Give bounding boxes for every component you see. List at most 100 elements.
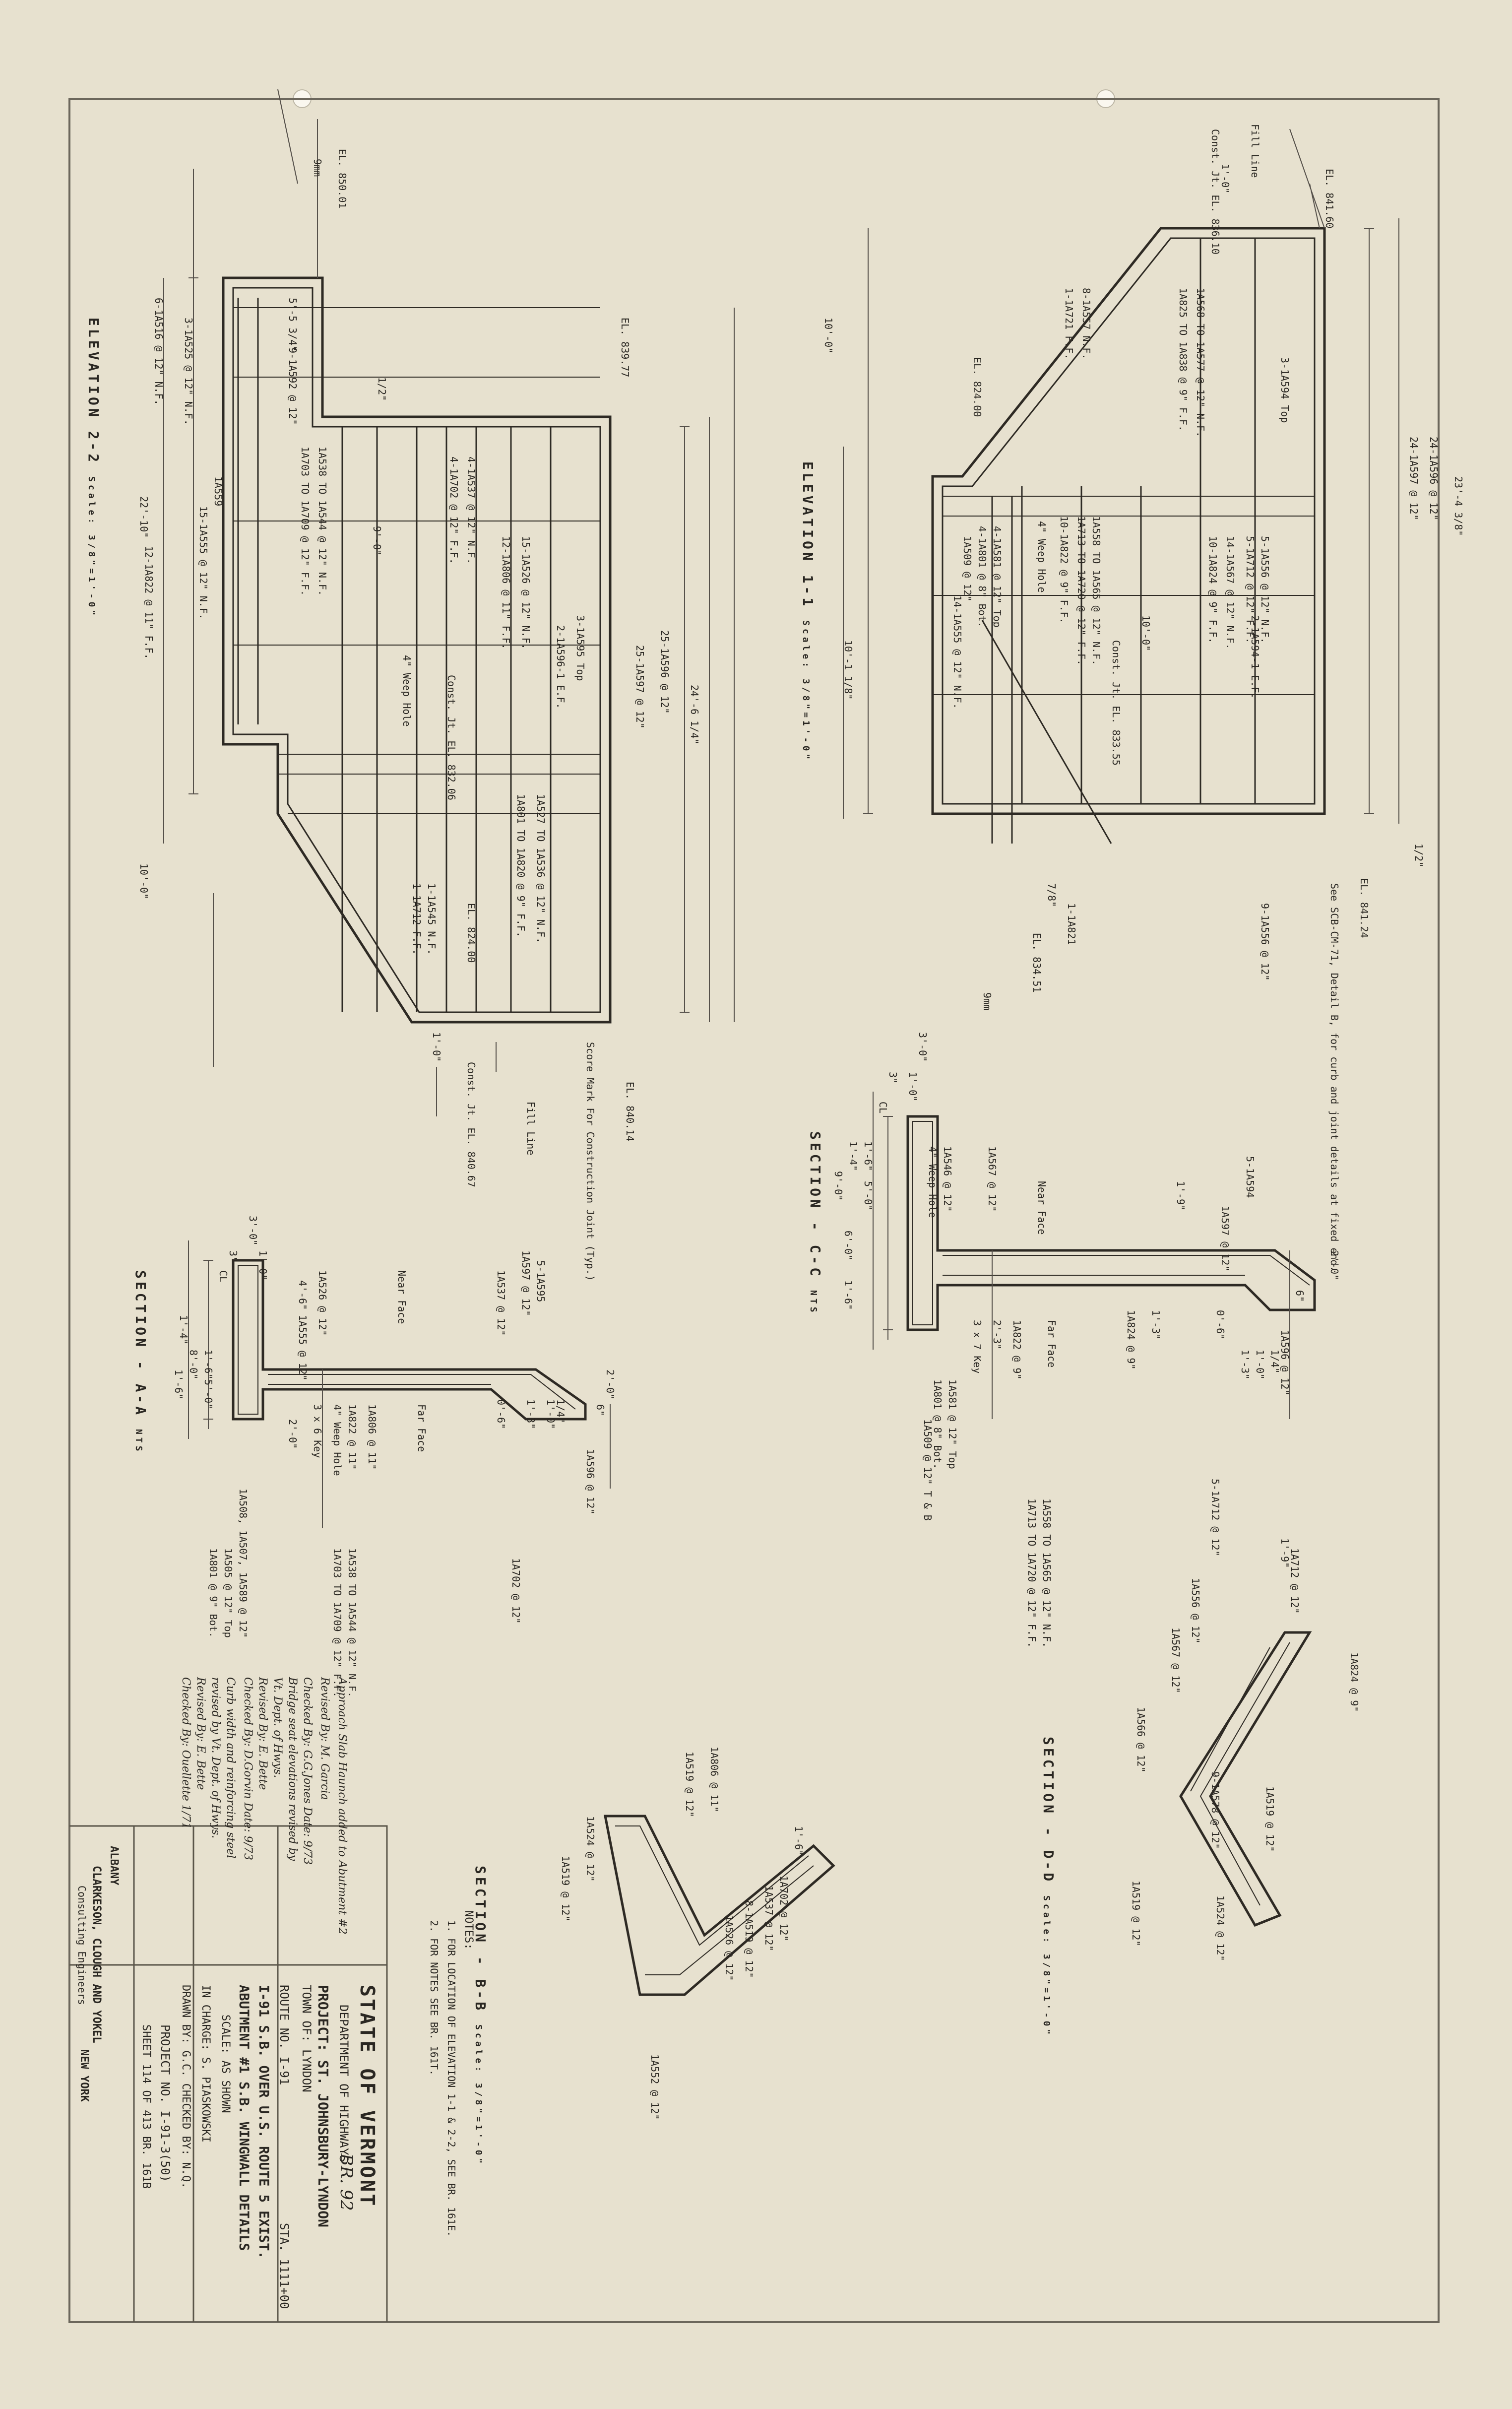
section-c-c-label: 0'-6" (1214, 1310, 1226, 1340)
elevation-1-1-label: 1A568 TO 1A577 @ 12" N.F. (1195, 288, 1206, 438)
section-b-b-label: 1A524 @ 12" (584, 1816, 596, 1882)
in-charge: IN CHARGE: S. PIASKOWSKI (199, 1985, 212, 2143)
elevation-2-2-label: 1-1A712 F.F. (411, 883, 423, 955)
elevation-1-1-label: 1-1A821 (1066, 903, 1077, 945)
elevation-2-2-label: 4-1A702 @ 12" F.F. (448, 456, 460, 564)
section-d-d-label: 1A556 @ 12" (1190, 1578, 1201, 1644)
section-c-c-label: 5-1A594 (1244, 1156, 1256, 1198)
elevation-1-1-label: See SCB-CM-71, Detail B, for curb and jo… (1328, 883, 1340, 1272)
section-c-c-label: 1A581 @ 12" Top (946, 1379, 958, 1469)
revision-note: Checked By: G.G.Jones Date: 9/73 (301, 1677, 314, 1865)
section-c-c-title: SECTION - C-C NTS (807, 1131, 823, 1315)
revision-note: Checked By: Ouellette 1/71 (180, 1677, 192, 1829)
section-a-a-label: 1'-3" (525, 1399, 537, 1430)
section-a-a-label: 2'-0" (287, 1419, 299, 1449)
elevation-1-1-label: 24-1A597 @ 12" (1408, 437, 1420, 521)
section-c-c-label: Far Face (1046, 1320, 1058, 1368)
elevation-1-1-label: EL. 834.51 (1031, 933, 1043, 993)
elevation-2-2-label: 1'-0" (431, 1032, 442, 1062)
elevation-2-2-label: 6-1A516 @ 12" N.F. (153, 298, 165, 405)
elevation-1-1-label: 14-1A567 @ 12" N.F. (1224, 536, 1236, 650)
section-a-a-label: 1A555 @ 12" (297, 1315, 309, 1381)
elevation-2-2-label: EL. 824.00 (465, 903, 477, 963)
section-d-d-label: 1A566 @ 12" (1135, 1707, 1147, 1773)
border-frame (68, 98, 1440, 2323)
section-b-b-drawing (603, 1815, 835, 1996)
section-a-a-label: 5'-0" (202, 1379, 214, 1410)
section-d-d-label: 1A524 @ 12" (1214, 1895, 1226, 1961)
section-a-a-drawing (232, 1259, 587, 1421)
section-c-c-label: 5-1A712 @ 12" (1209, 1479, 1221, 1557)
elevation-2-2-label: 4-1A537 @ 12" N.F. (465, 456, 477, 564)
section-a-a-label: 1'-0" (545, 1399, 557, 1430)
drawing-line-1: I-91 S.B. OVER U.S. ROUTE 5 EXIST. (256, 1985, 271, 2259)
route-number: ROUTE NO. I-91 (277, 1985, 291, 2085)
section-a-a-label: 1A801 @ 9" Bot. (207, 1548, 219, 1638)
project-number: PROJECT NO. I-91-3(50) (158, 2024, 172, 2182)
notes-item: 1. FOR LOCATION OF ELEVATION 1-1 & 2-2, … (445, 1920, 457, 2237)
section-c-c-label: 1A546 @ 12" (942, 1146, 953, 1212)
section-d-d-label: 1A519 @ 12" (1264, 1786, 1276, 1852)
elevation-2-2-dimensions (163, 89, 735, 1116)
section-c-c-label: 6'-0" (842, 1231, 854, 1261)
elevation-2-2-label: EL. 839.77 (619, 318, 631, 378)
scale: SCALE: AS SHOWN (219, 2015, 232, 2113)
section-d-d-title: SECTION - D-D Scale: 3/8"=1'-0" (1040, 1737, 1057, 2038)
revision-note: Vt. Dept. of Hwys. (271, 1677, 284, 1778)
elevation-2-2-label: Score Mark For Construction Joint (Typ.) (584, 1042, 596, 1281)
elevation-2-2-label: 15-1A526 @ 12" N.F. (520, 536, 532, 650)
section-a-a-label: 1'-6" (173, 1369, 185, 1400)
section-b-b-label: 1A806 @ 11" (708, 1747, 720, 1813)
section-a-a-title: SECTION - A-A NTS (132, 1270, 149, 1454)
section-a-a-label: 5-1A595 (535, 1260, 547, 1302)
section-a-a-label: 1A702 @ 12" (510, 1558, 522, 1624)
elevation-2-2-label: 9'-0" (371, 526, 383, 556)
notes-item: 2. FOR NOTES SEE BR. 161T. (428, 1920, 440, 2076)
elevation-1-1-label: 10-1A824 @ 9" F.F. (1207, 536, 1219, 644)
section-d-d-drawing (1179, 1631, 1312, 1927)
elevation-1-1-label: 1A558 TO 1A565 @ 12" N.F. (1090, 516, 1102, 666)
section-c-c-label: 1A801 @ 8" Bot. (932, 1379, 944, 1469)
sheet-number: SHEET 114 OF 413 BR. 161B (140, 2024, 152, 2189)
section-c-c-label: 5'-0" (862, 1181, 874, 1211)
elevation-1-1-label: EL. 841.24 (1358, 878, 1370, 938)
section-a-a-label: 3" (227, 1250, 239, 1263)
section-b-b-label: 1'-6" (793, 1826, 805, 1856)
section-c-c-label: 6" (1294, 1290, 1306, 1302)
elevation-1-1-label: 14-1A555 @ 12" N.F. (951, 595, 963, 709)
section-c-c-label: 1'-4" (847, 1141, 859, 1172)
section-c-c-label: Near Face (1036, 1181, 1048, 1235)
revision-note: Checked By: D.Gorvin Date: 9/73 (242, 1677, 254, 1861)
elevation-2-2-drawing (222, 276, 612, 1024)
section-b-b-label: 1A537 @ 12" (763, 1886, 775, 1952)
section-c-c-label: 1A713 TO 1A720 @ 12" F.F. (1026, 1498, 1038, 1648)
elevation-1-1-label: Fill Line (1249, 124, 1261, 178)
elevation-2-2-label: 1/2" (376, 377, 388, 401)
section-a-a-label: 8'-0" (188, 1350, 199, 1380)
elevation-1-1-label: Const. Jt. EL. 833.55 (1110, 640, 1122, 766)
section-c-c-label: 1A567 @ 12" (986, 1146, 998, 1212)
section-c-c-label: 1A822 @ 9" (1011, 1320, 1023, 1380)
elevation-1-1-title: ELEVATION 1-1 Scale: 3/8"=1'-0" (800, 461, 816, 763)
section-a-a-label: 1/4" (555, 1399, 567, 1424)
elevation-2-2-label: EL. 850.01 (336, 149, 348, 209)
section-c-c-label: 2'-0" (1328, 1250, 1340, 1281)
elevation-1-1-label: 10'-0" (822, 318, 834, 354)
section-a-a-label: 2'-0" (604, 1369, 616, 1400)
section-b-b-label: 1A702 @ 12" (778, 1876, 790, 1942)
elevation-1-1-label: 9-1A556 @ 12" (1259, 903, 1271, 981)
department: DEPARTMENT OF HIGHWAYS (337, 2005, 351, 2162)
section-c-c-label: 1'-9" (1175, 1181, 1187, 1211)
section-a-a-label: 3 x 6 Key (312, 1404, 323, 1458)
section-c-c-label: 1'-3" (1150, 1310, 1162, 1340)
elevation-1-1-label: 10'-1 1/8" (842, 640, 854, 700)
elevation-2-2-label: 1A559 (212, 476, 224, 507)
elevation-2-2-label: 25-1A597 @ 12" (634, 645, 646, 729)
elevation-1-1-label: 10'-0" (1140, 615, 1152, 651)
elevation-1-1-label: 4-1A801 @ 8" Bot. (976, 526, 988, 628)
revision-note: revised by Vt. Dept. of Hwys. (209, 1677, 222, 1839)
section-a-a-label: 1A508, 1A507, 1A589 @ 12" (237, 1489, 249, 1638)
drawn-checked: DRAWN BY: G.C. CHECKED BY: N.Q. (180, 1985, 192, 2189)
section-d-d-label: 1A519 @ 12" (1130, 1881, 1142, 1947)
